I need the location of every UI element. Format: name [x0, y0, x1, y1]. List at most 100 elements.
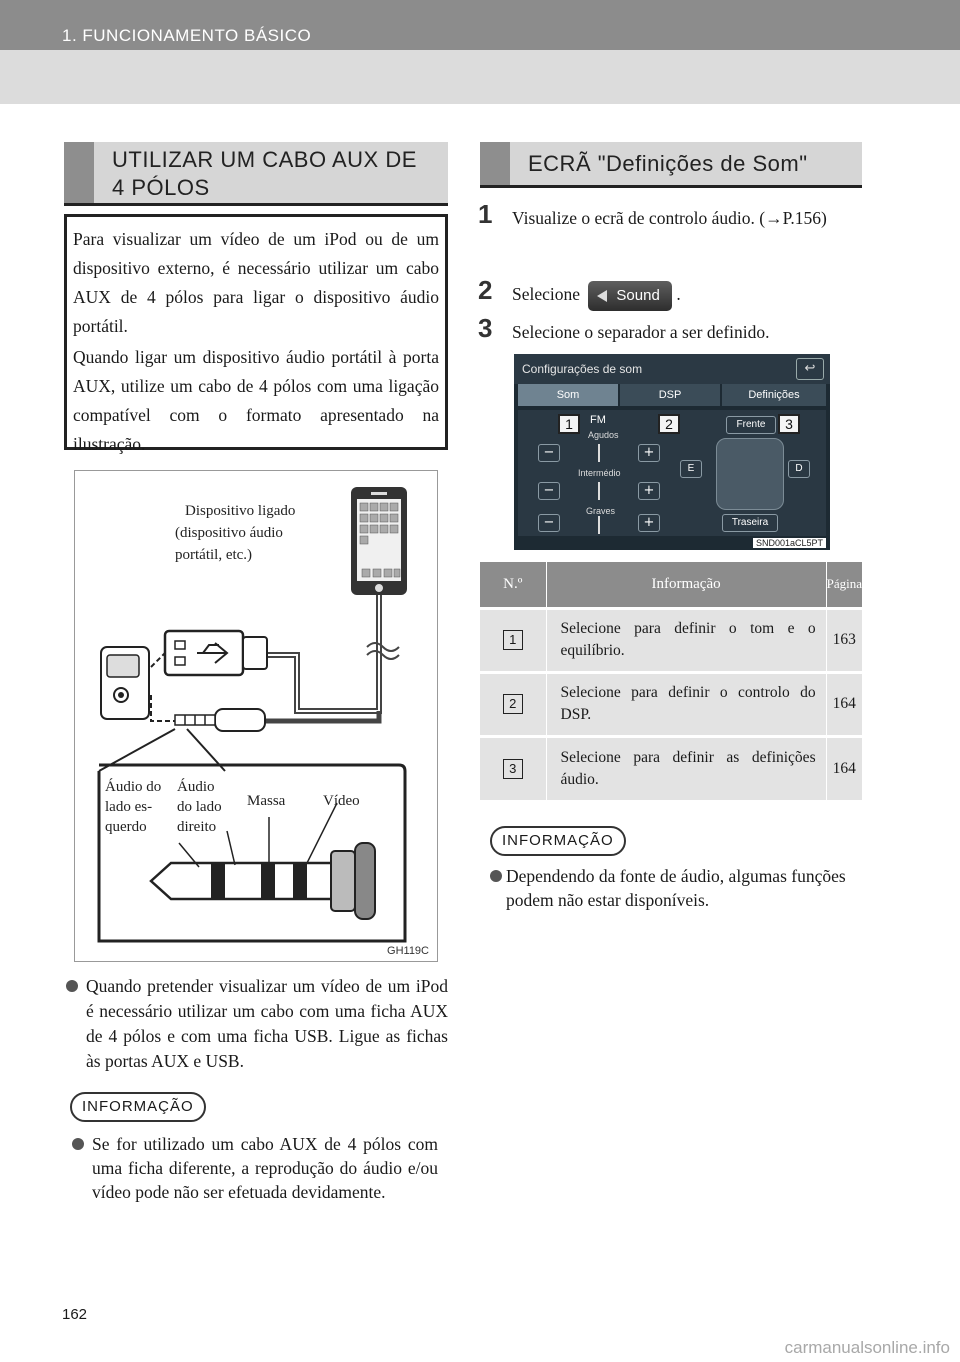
callout-3: 3 — [778, 414, 800, 434]
agudos-plus-button[interactable]: + — [638, 444, 660, 462]
info-note-right-text: Dependendo da fonte de áudio, algumas fu… — [506, 866, 846, 910]
aux-jack-icon — [174, 708, 382, 732]
device-label-1: Dispositivo ligado — [185, 503, 296, 519]
traseira-button[interactable]: Traseira — [722, 514, 778, 532]
row-page: 164 — [826, 670, 862, 736]
step-2: 2 Selecione Sound. — [478, 276, 862, 311]
graves-level-bar — [598, 516, 600, 534]
intermedio-minus-button[interactable]: − — [538, 482, 560, 500]
step-2-text-after: . — [676, 284, 681, 304]
row-info: Selecione para definir as definições áud… — [546, 734, 827, 800]
right-audio-label-2: do lado — [177, 799, 222, 815]
header-strip — [0, 0, 960, 50]
step-3-text: Selecione o separador a ser definido. — [512, 322, 770, 342]
section-title-line1: UTILIZAR UM CABO AUX DE — [112, 147, 417, 172]
step-1-text: Visualize o ecrã de controlo áudio. (→P.… — [512, 208, 827, 228]
table-row: 1 Selecione para definir o tom e o equil… — [480, 606, 862, 672]
usage-note: Quando pretender visualizar um vídeo de … — [66, 974, 448, 1074]
left-audio-label-2: lado es- — [105, 799, 153, 815]
agudos-minus-button[interactable]: − — [538, 444, 560, 462]
step-number: 1 — [478, 199, 493, 229]
tabs-info-table: N.º Informação Página 1 Selecione para d… — [480, 562, 862, 800]
screen-code: SND001aCL5PT — [752, 538, 826, 548]
table-row: 2 Selecione para definir o controlo do D… — [480, 670, 862, 736]
smartphone-icon — [351, 487, 407, 595]
cable-diagram — [97, 487, 407, 943]
device-label-2: (dispositivo áudio — [175, 525, 283, 541]
row-info: Selecione para definir o tom e o equilíb… — [546, 606, 827, 672]
chapter-title: 1. FUNCIONAMENTO BÁSICO — [62, 26, 312, 45]
info-note-left: Se for utilizado um cabo AUX de 4 pólos … — [72, 1132, 438, 1204]
info-badge-left: INFORMAÇÃO — [70, 1092, 206, 1122]
ground-label: Massa — [247, 793, 286, 809]
row-number: 3 — [502, 758, 523, 779]
back-button[interactable]: ↩ — [796, 358, 824, 380]
section-header-aux: UTILIZAR UM CABO AUX DE 4 PÓLOS — [64, 142, 448, 206]
sound-button[interactable]: Sound — [588, 280, 673, 311]
aux-usb-port-panel — [100, 646, 150, 720]
section-header-bar — [480, 142, 510, 185]
right-audio-label-1: Áudio — [177, 779, 215, 795]
screen-title: Configurações de som — [514, 354, 830, 384]
table-header-info: Informação — [546, 562, 827, 608]
frente-button[interactable]: Frente — [726, 416, 776, 434]
tab-definicoes[interactable]: Definições — [722, 384, 826, 406]
row-number: 1 — [502, 630, 523, 650]
page-number: 162 — [62, 1306, 88, 1323]
left-audio-label-1: Áudio do — [105, 779, 162, 795]
usb-plug-icon — [163, 629, 268, 677]
watermark: carmanualsonline.info — [784, 1338, 950, 1357]
graves-plus-button[interactable]: + — [638, 514, 660, 532]
info-badge-right: INFORMAÇÃO — [490, 826, 626, 856]
section-title-line2: 4 PÓLOS — [112, 175, 210, 200]
left-audio-label-3: querdo — [105, 819, 147, 835]
bullet-dot-icon — [490, 870, 502, 882]
source-label: FM — [590, 414, 606, 426]
right-audio-label-3: direito — [177, 819, 217, 835]
row-info: Selecione para definir o controlo do DSP… — [546, 670, 827, 736]
step-number: 3 — [478, 313, 493, 343]
row-page: 163 — [826, 606, 862, 672]
bullet-dot-icon — [66, 980, 78, 992]
table-row: 3 Selecione para definir as definições á… — [480, 734, 862, 800]
car-seat-map — [716, 438, 784, 510]
page-header: 1. FUNCIONAMENTO BÁSICO — [0, 0, 960, 104]
step-number: 2 — [478, 275, 493, 305]
graves-label: Graves — [586, 506, 616, 516]
callout-2: 2 — [658, 414, 680, 434]
intermedio-level-bar — [598, 482, 600, 500]
section-header-bar — [64, 142, 94, 203]
agudos-level-bar — [598, 444, 600, 462]
aux-cable-illustration: Dispositivo ligado (dispositivo áudio po… — [74, 470, 438, 962]
callout-1: 1 — [558, 414, 580, 434]
intermedio-label: Intermédio — [578, 468, 621, 478]
step-3: 3 Selecione o separador a ser definido. — [478, 314, 862, 346]
balance-right-button[interactable]: D — [788, 460, 810, 478]
intro-box: Para visualizar um vídeo de um iPod ou d… — [64, 214, 448, 454]
tab-som[interactable]: Som — [518, 384, 618, 406]
balance-left-button[interactable]: E — [680, 460, 702, 478]
step-2-text-before: Selecione — [512, 284, 581, 304]
trrs-plug-enlarged — [149, 802, 376, 920]
info-note-left-text: Se for utilizado um cabo AUX de 4 pólos … — [92, 1134, 438, 1202]
row-number: 2 — [502, 694, 523, 714]
agudos-label: Agudos — [588, 430, 619, 440]
intro-paragraph-2: Quando ligar um dispositivo áudio portát… — [73, 347, 439, 454]
table-header-n: N.º — [480, 562, 547, 608]
sound-settings-screen: Configurações de som ↩ Som DSP Definiçõe… — [514, 354, 830, 550]
row-page: 164 — [826, 734, 862, 800]
tab-dsp[interactable]: DSP — [620, 384, 720, 406]
section-title-sound: ECRÃ "Definições de Som" — [528, 151, 808, 176]
table-header-page: Página — [826, 562, 862, 608]
bullet-dot-icon — [72, 1138, 84, 1150]
sound-button-label: Sound — [616, 286, 660, 304]
step-2-text: Selecione Sound. — [478, 280, 862, 311]
graves-minus-button[interactable]: − — [538, 514, 560, 532]
intermedio-plus-button[interactable]: + — [638, 482, 660, 500]
step-1: 1 Visualize o ecrã de controlo áudio. (→… — [478, 200, 862, 232]
figure-code: GH119C — [387, 945, 429, 957]
section-header-sound-settings: ECRÃ "Definições de Som" — [480, 142, 862, 188]
device-label-3: portátil, etc.) — [175, 547, 253, 563]
intro-paragraph-1: Para visualizar um vídeo de um iPod ou d… — [73, 229, 439, 336]
video-label: Vídeo — [323, 793, 360, 809]
